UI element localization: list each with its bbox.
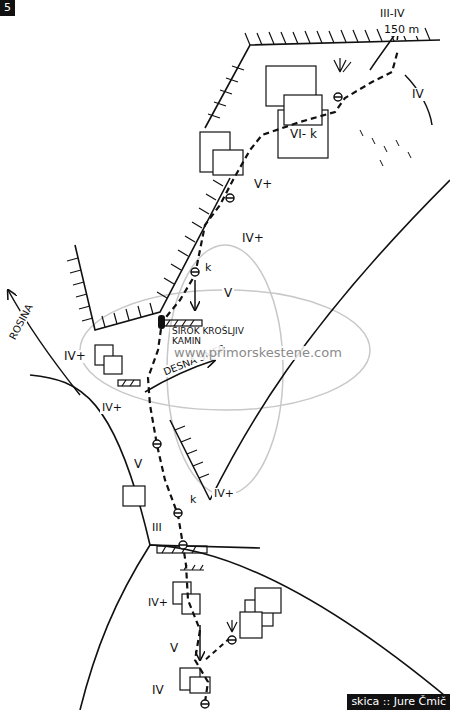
grade-label: V+ [252, 178, 274, 191]
tag-label: 5 [0, 0, 15, 16]
grade-label: ROSINA [6, 301, 36, 344]
scree-dots [360, 130, 411, 166]
grade-label: k [188, 494, 198, 506]
grade-label: III [150, 522, 164, 534]
grade-label: k [203, 262, 213, 274]
chimney-mark [158, 315, 165, 329]
grade-label: V [132, 458, 144, 471]
grade-label: IV+ [212, 488, 236, 500]
route-arrow [8, 30, 432, 660]
grade-label: IV [150, 684, 166, 697]
grade-label: IV+ [240, 232, 266, 245]
climbing-route [205, 638, 230, 660]
grade-label: V [168, 642, 180, 655]
grade-label: VI- k [288, 128, 319, 141]
grade-label: IV [410, 88, 426, 101]
grade-label: IV+ [62, 350, 88, 363]
rock-hatching [67, 28, 430, 478]
watermark: www.primorskestene.com [172, 346, 344, 360]
belay-bar [153, 97, 342, 704]
grade-label: 150 m [382, 24, 421, 36]
climbing-route [148, 50, 398, 702]
grade-label: IV+ [146, 597, 170, 609]
rock-block [95, 66, 328, 693]
belay-station [153, 93, 342, 708]
tag-label: skica :: Jure Čmič [347, 694, 450, 710]
grade-label: IV+ [100, 402, 124, 414]
rock-outline [30, 40, 450, 710]
grade-label: V [222, 287, 234, 300]
grade-label: III-IV [378, 8, 406, 20]
